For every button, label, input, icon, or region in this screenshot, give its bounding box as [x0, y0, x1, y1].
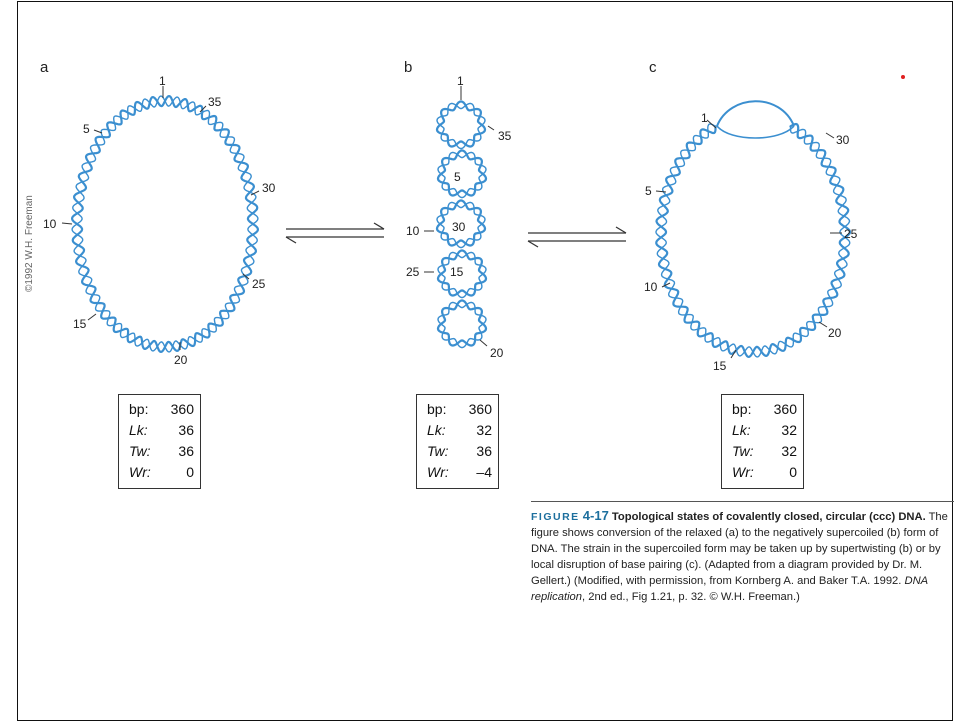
tick-b-10: 10	[406, 224, 420, 238]
stat-row-bp: bp: 360	[732, 399, 797, 420]
stat-key: Wr:	[732, 464, 754, 480]
stat-key: Lk:	[732, 422, 751, 438]
relaxed-dna-circle	[70, 94, 260, 354]
stat-value: 32	[781, 443, 797, 459]
caption-figure-number: 4-17	[582, 508, 609, 523]
tick-b-20: 20	[490, 346, 504, 360]
stat-row-lk: Lk: 32	[427, 420, 492, 441]
stat-key: Lk:	[427, 422, 446, 438]
stat-row-wr: Wr: 0	[129, 462, 194, 483]
stat-key: bp:	[129, 401, 149, 417]
stat-key: Lk:	[129, 422, 148, 438]
tick-a-20: 20	[174, 353, 188, 367]
stat-value: –4	[476, 464, 492, 480]
stat-key: bp:	[732, 401, 752, 417]
dna-strand	[655, 123, 851, 358]
stat-value: 0	[789, 464, 797, 480]
tick-b-15: 15	[450, 265, 464, 279]
tick-a-1: 1	[159, 74, 166, 88]
locally-unwound-dna	[655, 100, 852, 359]
equilibrium-arrow-ab	[285, 222, 385, 244]
stat-value: 0	[186, 464, 194, 480]
red-dot-marker	[901, 75, 905, 79]
stat-row-bp: bp: 360	[129, 399, 194, 420]
stat-key: Tw:	[427, 443, 449, 459]
stat-value: 36	[178, 422, 194, 438]
stat-value: 32	[476, 422, 492, 438]
stat-value: 36	[476, 443, 492, 459]
stat-key: Wr:	[427, 464, 449, 480]
stat-value: 360	[773, 401, 797, 417]
ticks-panel-b	[424, 86, 495, 347]
stat-row-wr: Wr: 0	[732, 462, 797, 483]
stat-key: Wr:	[129, 464, 151, 480]
dna-strand	[71, 95, 259, 353]
tick-c-15: 15	[713, 359, 727, 373]
panel-label-b: b	[404, 59, 412, 76]
panel-label-a: a	[40, 59, 49, 76]
tick-a-15: 15	[73, 317, 87, 331]
caption-book-title: DNA replication	[531, 575, 928, 603]
ticks-panel-c	[655, 119, 842, 359]
dna-topology-diagram: ©1992 W.H. Freeman a b c 1 35 5 30 10 25…	[24, 59, 905, 373]
dna-strand	[437, 301, 487, 349]
tick-a-5: 5	[83, 122, 90, 136]
tick-b-35: 35	[498, 129, 512, 143]
caption-body-2: , 2nd ed., Fig 1.21, p. 32. © W.H. Freem…	[582, 591, 800, 603]
tick-c-25: 25	[844, 227, 858, 241]
tick-b-25: 25	[406, 265, 420, 279]
tick-a-35: 35	[208, 95, 222, 109]
tick-c-1: 1	[701, 111, 708, 125]
stat-value: 360	[468, 401, 492, 417]
stat-value: 360	[170, 401, 194, 417]
supercoiled-dna	[435, 100, 488, 349]
dna-strand	[436, 102, 486, 150]
dna-strand	[70, 94, 260, 354]
tick-a-25: 25	[252, 277, 266, 291]
side-copyright: ©1992 W.H. Freeman	[24, 195, 35, 292]
tick-c-30: 30	[836, 133, 850, 147]
stat-row-lk: Lk: 36	[129, 420, 194, 441]
stat-key: Tw:	[129, 443, 151, 459]
dna-strand	[436, 201, 486, 249]
stat-key: Tw:	[732, 443, 754, 459]
caption-title: Topological states of covalently closed,…	[611, 511, 926, 523]
caption-body-1: The figure shows conversion of the relax…	[531, 511, 948, 587]
caption-figure-word: FIGURE	[531, 511, 580, 523]
stat-row-tw: Tw: 36	[129, 441, 194, 462]
figure-frame: ©1992 W.H. Freeman a b c 1 35 5 30 10 25…	[17, 1, 954, 721]
stat-value: 32	[781, 422, 797, 438]
tick-b-5: 5	[454, 170, 461, 184]
tick-a-30: 30	[262, 181, 276, 195]
unpaired-strand-top	[716, 100, 795, 127]
tick-c-10: 10	[644, 280, 658, 294]
tick-c-5: 5	[645, 184, 652, 198]
stats-box-c: bp: 360 Lk: 32 Tw: 32 Wr: 0	[721, 394, 804, 489]
ticks-panel-a	[61, 86, 260, 350]
stat-row-tw: Tw: 36	[427, 441, 492, 462]
tick-b-30: 30	[452, 220, 466, 234]
tick-a-10: 10	[43, 217, 57, 231]
dna-strand	[437, 251, 487, 299]
stats-box-a: bp: 360 Lk: 36 Tw: 36 Wr: 0	[118, 394, 201, 489]
figure-caption: FIGURE 4-17 Topological states of covale…	[531, 501, 954, 605]
unpaired-strand-bottom	[716, 125, 795, 139]
dna-strand	[437, 151, 487, 199]
stat-row-tw: Tw: 32	[732, 441, 797, 462]
stat-value: 36	[178, 443, 194, 459]
tick-b-1: 1	[457, 74, 464, 88]
stat-key: bp:	[427, 401, 447, 417]
stats-box-b: bp: 360 Lk: 32 Tw: 36 Wr: –4	[416, 394, 499, 489]
tick-c-20: 20	[828, 326, 842, 340]
stat-row-lk: Lk: 32	[732, 420, 797, 441]
stat-row-wr: Wr: –4	[427, 462, 492, 483]
panel-label-c: c	[649, 59, 657, 76]
stat-row-bp: bp: 360	[427, 399, 492, 420]
equilibrium-arrow-bc	[527, 226, 627, 248]
